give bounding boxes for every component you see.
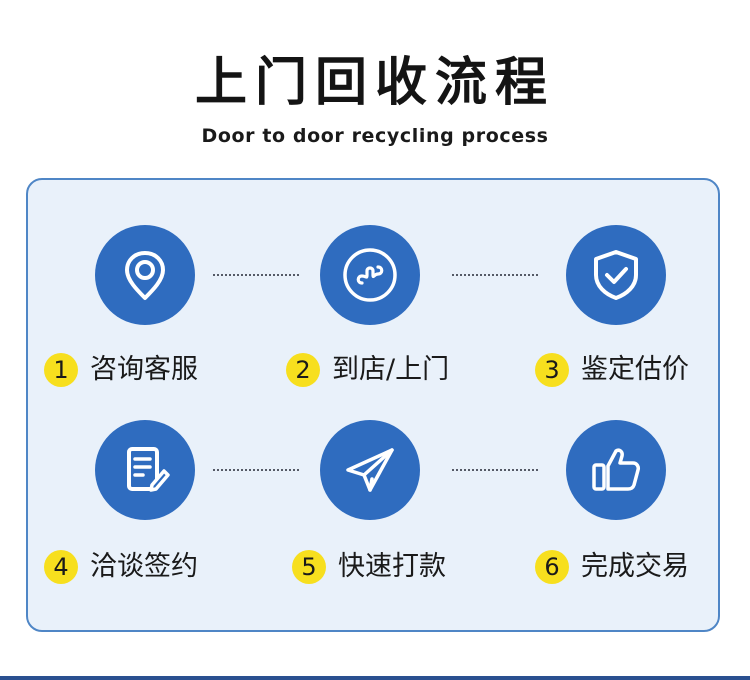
step-5: 5 快速打款 <box>292 547 446 587</box>
step-6-icon-circle <box>566 420 666 520</box>
mini-program-icon <box>343 248 397 302</box>
step-3: 3 鉴定估价 <box>535 350 689 390</box>
step-5-label: 快速打款 <box>338 551 446 582</box>
page-title: 上门回收流程 <box>194 53 555 113</box>
step-5-number-badge: 5 <box>292 550 326 584</box>
step-3-icon-circle <box>566 225 666 325</box>
step-1-number-badge: 1 <box>44 353 78 387</box>
bottom-divider <box>0 676 750 680</box>
step-6: 6 完成交易 <box>535 547 689 587</box>
shield-check-icon <box>594 250 638 300</box>
step-2-label: 到店/上门 <box>332 354 450 385</box>
paper-plane-icon <box>346 448 394 492</box>
step-3-number-badge: 3 <box>535 353 569 387</box>
step-4-label: 洽谈签约 <box>90 551 198 582</box>
connector-dots-2 <box>452 274 538 276</box>
connector-dots-3 <box>213 469 299 471</box>
step-1-icon-circle <box>95 225 195 325</box>
step-4: 4 洽谈签约 <box>44 547 198 587</box>
thumbs-up-icon <box>592 448 640 491</box>
document-edit-icon <box>127 447 170 492</box>
step-2: 2 到店/上门 <box>286 350 449 390</box>
step-4-icon-circle <box>95 420 195 520</box>
step-2-icon-circle <box>320 225 420 325</box>
step-6-number-badge: 6 <box>535 550 569 584</box>
connector-dots-1 <box>213 274 299 276</box>
step-5-icon-circle <box>320 420 420 520</box>
step-1: 1 咨询客服 <box>44 350 198 390</box>
step-1-label: 咨询客服 <box>90 354 198 385</box>
step-2-number-badge: 2 <box>286 353 320 387</box>
page-subtitle: Door to door recycling process <box>201 125 549 147</box>
connector-dots-4 <box>452 469 538 471</box>
step-4-number-badge: 4 <box>44 550 78 584</box>
location-pin-icon <box>125 251 165 300</box>
step-6-label: 完成交易 <box>581 551 689 582</box>
step-3-label: 鉴定估价 <box>581 354 689 385</box>
